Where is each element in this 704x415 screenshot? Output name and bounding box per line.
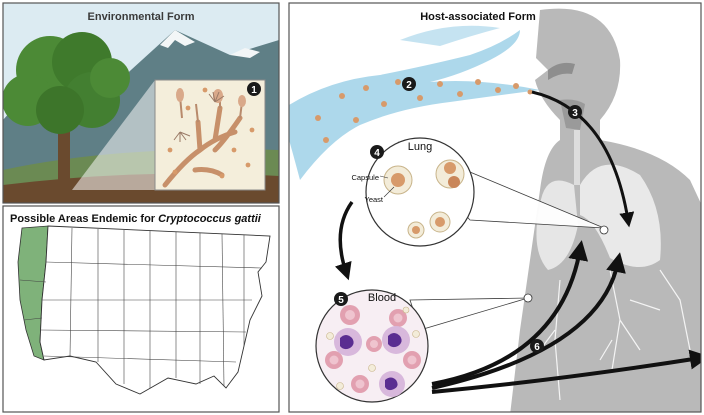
step-5-marker bbox=[334, 292, 348, 306]
blood-inset: Blood 5 bbox=[315, 289, 429, 403]
lung-inset: Lung Capsule Yeast 4 bbox=[351, 137, 475, 247]
neutrophils bbox=[334, 326, 410, 397]
spore-inset: 1 bbox=[154, 79, 266, 191]
step-1-number: 1 bbox=[251, 85, 257, 96]
step-3-number: 3 bbox=[572, 108, 578, 119]
map-title-species: Cryptococcus gattii bbox=[158, 213, 262, 225]
step-2-marker bbox=[402, 77, 416, 91]
step-4-marker bbox=[370, 145, 384, 159]
continent-outline bbox=[39, 225, 271, 395]
host-title: Host-associated Form bbox=[420, 11, 536, 23]
step-6-number: 6 bbox=[534, 342, 540, 353]
step-5-number: 5 bbox=[338, 295, 344, 306]
step-6-marker bbox=[530, 339, 544, 353]
step-2-number: 2 bbox=[406, 80, 412, 91]
airborne-spores bbox=[315, 79, 533, 143]
step-1-marker bbox=[247, 82, 261, 96]
step-4-number: 4 bbox=[374, 148, 380, 159]
map-title: Possible Areas Endemic for Cryptococcus … bbox=[10, 213, 262, 225]
capsule-label: Capsule bbox=[351, 173, 379, 182]
yeast-label: Yeast bbox=[365, 195, 384, 204]
lung-to-blood-arrow bbox=[334, 200, 354, 281]
inhalation-arrow bbox=[531, 90, 635, 228]
map-title-prefix: Possible Areas Endemic for bbox=[10, 213, 158, 225]
step-3-marker bbox=[568, 105, 582, 119]
lung-title: Lung bbox=[408, 141, 432, 153]
tree-illustration bbox=[3, 32, 130, 190]
blood-title: Blood bbox=[368, 292, 396, 304]
state-boundaries bbox=[19, 227, 263, 388]
red-blood-cells bbox=[325, 305, 421, 393]
environmental-panel: 1 Environmental Form bbox=[3, 3, 279, 203]
environmental-title: Environmental Form bbox=[88, 11, 195, 23]
endemic-map-panel: Possible Areas Endemic for Cryptococcus … bbox=[2, 205, 280, 413]
dissemination-arrows bbox=[431, 240, 701, 394]
host-panel: Lung Capsule Yeast 4 bbox=[288, 2, 702, 413]
air-stream bbox=[289, 30, 540, 180]
